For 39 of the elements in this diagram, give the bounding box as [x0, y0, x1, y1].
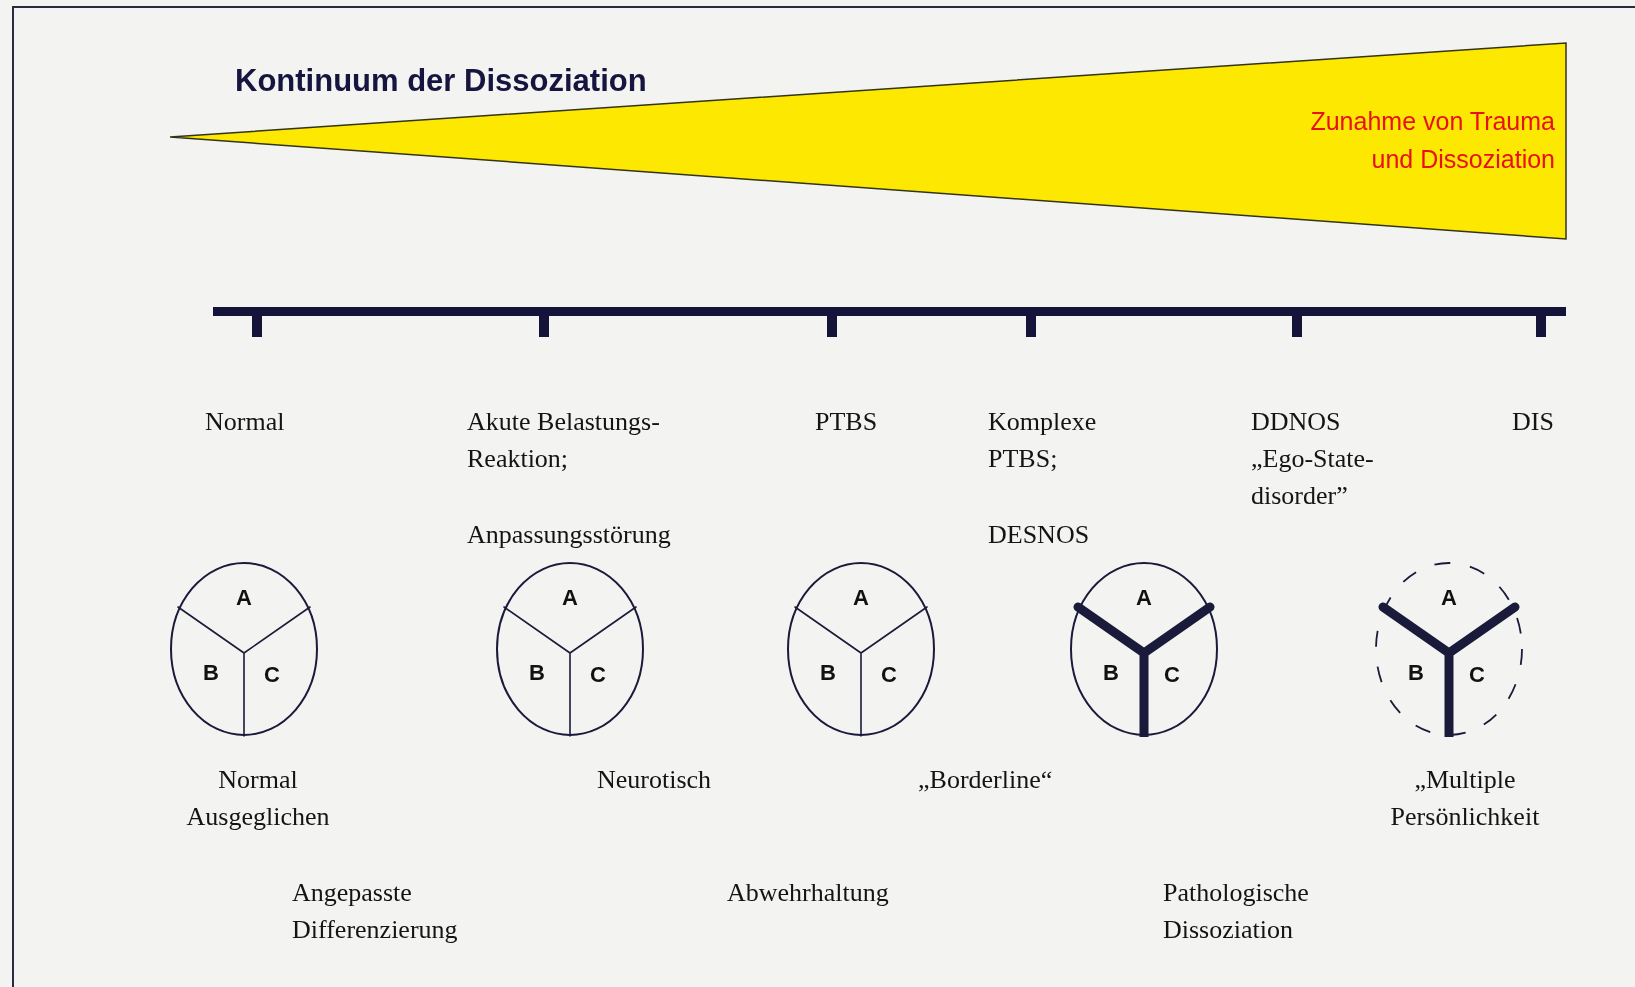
segment-letter: C [264, 664, 280, 686]
stage-label: „Multiple Persönlichkeit [1389, 764, 1541, 833]
stage-label: Pathologische Dissoziation [1163, 877, 1310, 946]
stage-label: DESNOS [988, 519, 1091, 551]
wedge-label: Zunahme von Trauma und Dissoziation [1309, 106, 1555, 175]
segmented-ellipse [786, 561, 936, 737]
segment-letter: B [1103, 662, 1119, 684]
increasing-wedge [170, 42, 1567, 240]
stage-label: Anpassungsstörung [467, 519, 672, 551]
segment-letter: A [1441, 587, 1457, 609]
segment-letter: C [1469, 664, 1485, 686]
stage-label: „Ego-State-disorder” [1251, 443, 1375, 512]
segment-letter: A [853, 587, 869, 609]
segment-letter: A [562, 587, 578, 609]
diagram-title: Kontinuum der Dissoziation [235, 62, 647, 100]
stage-label: Angepasste Differenzierung [292, 877, 459, 946]
stage-label: „Borderline“ [918, 764, 1054, 796]
stage-label: PTBS [815, 406, 879, 438]
segmented-ellipse [1069, 561, 1219, 737]
segment-letter: A [236, 587, 252, 609]
segmented-ellipse [1374, 561, 1524, 737]
stage-label: DDNOS [1251, 406, 1342, 438]
segment-letter: B [820, 662, 836, 684]
segment-letter: B [203, 662, 219, 684]
segment-letter: B [1408, 662, 1424, 684]
segment-letter: A [1136, 587, 1152, 609]
segmented-ellipse [495, 561, 645, 737]
segment-letter: C [590, 664, 606, 686]
stage-label: DIS [1512, 406, 1555, 438]
stage-label: Neurotisch [597, 764, 713, 796]
stage-label: Normal [205, 406, 286, 438]
stage-label: Akute Belastungs-Reaktion; [467, 406, 661, 475]
segment-letter: C [1164, 664, 1180, 686]
stage-label: Abwehrhaltung [727, 877, 890, 909]
segment-letter: B [529, 662, 545, 684]
segmented-ellipse [169, 561, 319, 737]
stage-label: Komplexe PTBS; [988, 406, 1098, 475]
stage-label: Normal Ausgeglichen [185, 764, 331, 833]
segment-letter: C [881, 664, 897, 686]
